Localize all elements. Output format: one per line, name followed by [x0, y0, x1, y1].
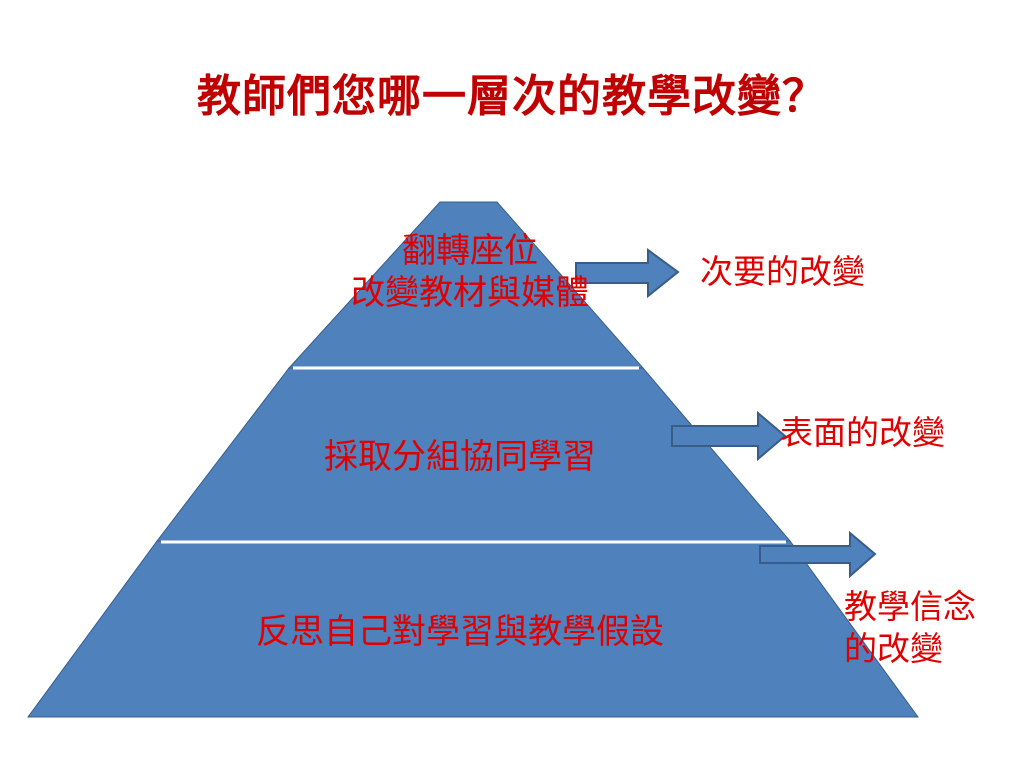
page-title: 教師們您哪一層次的教學改變？	[197, 71, 827, 122]
tier-label-bottom: 反思自己對學習與教學假設	[160, 611, 760, 653]
tier-label-line: 採取分組協同學習	[324, 437, 596, 477]
tier-label-line: 改變教材與媒體	[351, 273, 589, 313]
tier-label-line: 反思自己對學習與教學假設	[256, 612, 664, 652]
level-label-minor: 次要的改變	[700, 251, 865, 293]
level-label-line: 表面的改變	[780, 413, 945, 452]
right-arrow-icon	[671, 410, 787, 462]
level-label-line: 的改變	[844, 629, 943, 668]
level-label-surface: 表面的改變	[780, 412, 945, 454]
right-arrow-icon	[759, 530, 877, 579]
tier-label-line: 翻轉座位	[402, 231, 538, 271]
right-arrow-icon	[575, 248, 680, 299]
tier-label-middle: 採取分組協同學習	[240, 436, 680, 478]
tier-label-top: 翻轉座位 改變教材與媒體	[290, 230, 650, 314]
level-label-line: 次要的改變	[700, 252, 865, 291]
level-label-line: 教學信念	[844, 587, 976, 626]
level-label-belief: 教學信念 的改變	[844, 586, 976, 670]
